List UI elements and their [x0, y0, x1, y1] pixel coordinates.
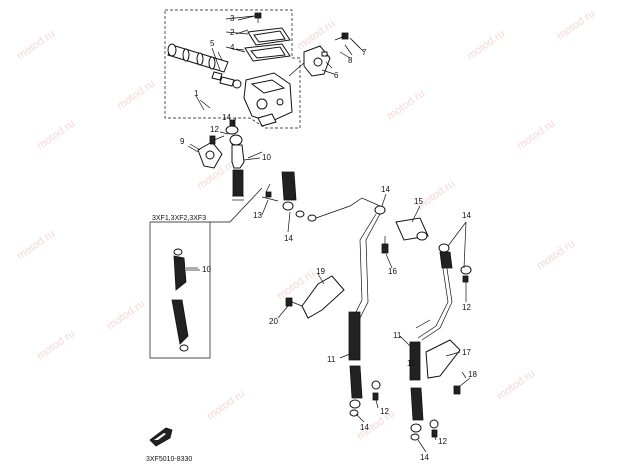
callout-3: 3	[230, 14, 235, 23]
callout-10: 10	[202, 265, 211, 274]
hose-guide-part	[425, 339, 467, 395]
callout-14: 14	[381, 185, 390, 194]
callout-14: 14	[222, 113, 231, 122]
middle-brake-hose-part	[261, 171, 381, 222]
callout-12: 12	[210, 125, 219, 134]
upper-brake-hose-part	[225, 119, 263, 201]
callout-6: 6	[334, 71, 339, 80]
callout-5: 5	[210, 39, 215, 48]
right-brake-hose-part	[409, 243, 472, 441]
callout-14: 14	[462, 211, 471, 220]
callout-16: 16	[388, 267, 397, 276]
watermark-text: motod.ru	[465, 28, 507, 63]
callout-14: 14	[360, 423, 369, 432]
callout-7: 7	[362, 48, 367, 57]
callout-9: 9	[180, 137, 185, 146]
watermark-text: motod.ru	[15, 28, 57, 63]
brake-switch-part	[187, 135, 225, 169]
watermark-text: motod.ru	[115, 78, 157, 113]
callout-1: 1	[194, 89, 199, 98]
hose-clamp-part	[285, 275, 345, 319]
cap-screw-part	[254, 12, 262, 23]
left-brake-hose-part	[348, 205, 386, 417]
watermark-text: motod.ru	[415, 178, 457, 213]
variant-inset-box: 3XF1,3XF2,3XF3	[149, 187, 263, 359]
callout-12: 12	[380, 407, 389, 416]
holder-bolt-part	[334, 32, 361, 59]
callout-20: 20	[269, 317, 278, 326]
callout-4: 4	[230, 43, 235, 52]
master-cylinder-body	[243, 72, 293, 127]
callout-18: 18	[468, 370, 477, 379]
watermark-text: motod.ru	[35, 328, 77, 363]
callout-14: 14	[284, 234, 293, 243]
callout-12: 12	[462, 303, 471, 312]
callout-11: 11	[393, 331, 402, 340]
holder-bracket-part	[303, 45, 333, 77]
callout-17: 17	[462, 348, 471, 357]
inset-title: 3XF1,3XF2,3XF3	[152, 215, 206, 222]
front-arrow-icon	[149, 427, 173, 447]
callout-15: 15	[414, 197, 423, 206]
watermark-text: motod.ru	[385, 88, 427, 123]
callout-19: 19	[316, 267, 325, 276]
watermark-text: motod.ru	[495, 368, 537, 403]
callout-14: 14	[420, 453, 429, 462]
callout-labels: 3 2 4 5 1 6 7 8 14 12 9 10 13 14 10 14 1…	[180, 14, 477, 462]
watermark-text: motod.ru	[535, 238, 577, 273]
callout-11: 11	[327, 355, 336, 364]
callout-11: 11	[407, 359, 416, 368]
watermark-layer: motod.ru motod.ru motod.ru motod.ru moto…	[15, 8, 597, 443]
watermark-text: motod.ru	[515, 118, 557, 153]
master-cylinder-assembly	[164, 9, 306, 129]
callout-8: 8	[348, 56, 353, 65]
watermark-text: motod.ru	[205, 388, 247, 423]
watermark-text: motod.ru	[555, 8, 597, 43]
assembly-outline	[164, 9, 301, 129]
watermark-text: motod.ru	[105, 298, 147, 333]
callout-13: 13	[253, 211, 262, 220]
hose-joint-part	[381, 217, 429, 254]
callout-12: 12	[438, 437, 447, 446]
piston-kit-part	[167, 43, 242, 89]
watermark-text: motod.ru	[15, 228, 57, 263]
watermark-text: motod.ru	[35, 118, 77, 153]
callout-2: 2	[230, 28, 235, 37]
callout-leaders	[186, 15, 471, 453]
figure-code: 3XF5010-8330	[146, 456, 192, 463]
callout-10: 10	[262, 153, 271, 162]
